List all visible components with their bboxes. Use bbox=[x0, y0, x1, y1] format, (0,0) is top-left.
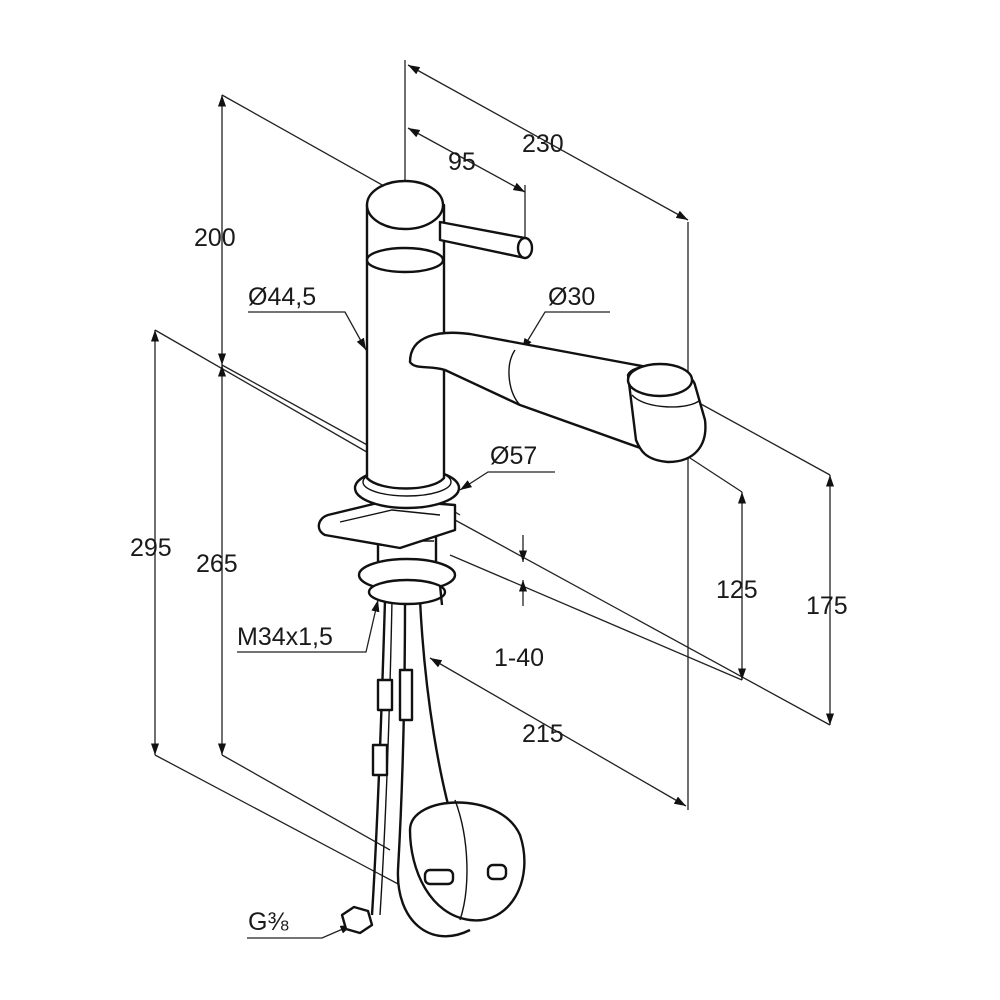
dim-base-diameter: Ø57 bbox=[490, 442, 537, 470]
dim-125: 125 bbox=[716, 576, 758, 604]
dim-295: 295 bbox=[130, 534, 172, 562]
leader-lines bbox=[237, 311, 610, 939]
dim-95: 95 bbox=[448, 148, 476, 176]
hose-weight bbox=[408, 799, 526, 922]
dim-deck-thickness: 1-40 bbox=[494, 644, 544, 672]
spout bbox=[408, 331, 707, 464]
dim-body-diameter: Ø44,5 bbox=[248, 283, 316, 311]
dim-175: 175 bbox=[806, 592, 848, 620]
dim-connection: G⅜ bbox=[248, 908, 288, 936]
dim-265: 265 bbox=[196, 550, 238, 578]
dimension-lines bbox=[150, 64, 835, 807]
dim-spout-diameter: Ø30 bbox=[548, 283, 595, 311]
lever bbox=[438, 220, 534, 260]
dimension-labels: 230 95 200 Ø44,5 Ø30 Ø57 295 265 125 175… bbox=[130, 130, 848, 936]
faucet-body bbox=[365, 179, 446, 490]
mounting-plate bbox=[317, 498, 457, 550]
dim-230: 230 bbox=[522, 130, 564, 158]
dim-200: 200 bbox=[194, 224, 236, 252]
dim-thread: M34x1,5 bbox=[237, 623, 333, 651]
dim-215: 215 bbox=[522, 720, 564, 748]
